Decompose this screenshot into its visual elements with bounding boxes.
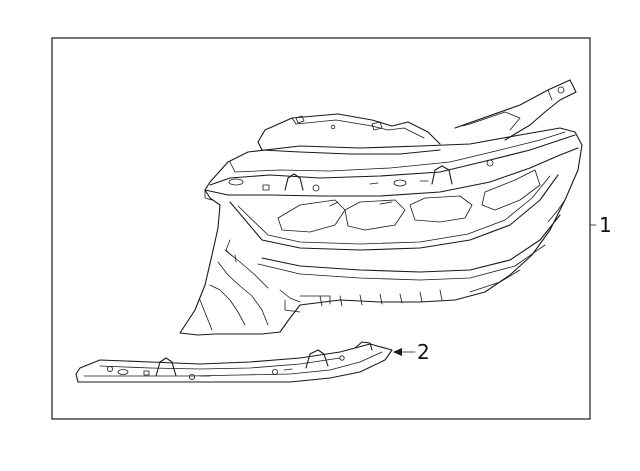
callout-2-arrow <box>393 348 416 356</box>
headlamp-assembly <box>179 79 583 336</box>
trim-strip <box>75 341 393 383</box>
diagram-frame <box>51 37 591 420</box>
callout-2-label: 2 <box>417 340 430 364</box>
callout-1-label: 1 <box>599 213 612 237</box>
